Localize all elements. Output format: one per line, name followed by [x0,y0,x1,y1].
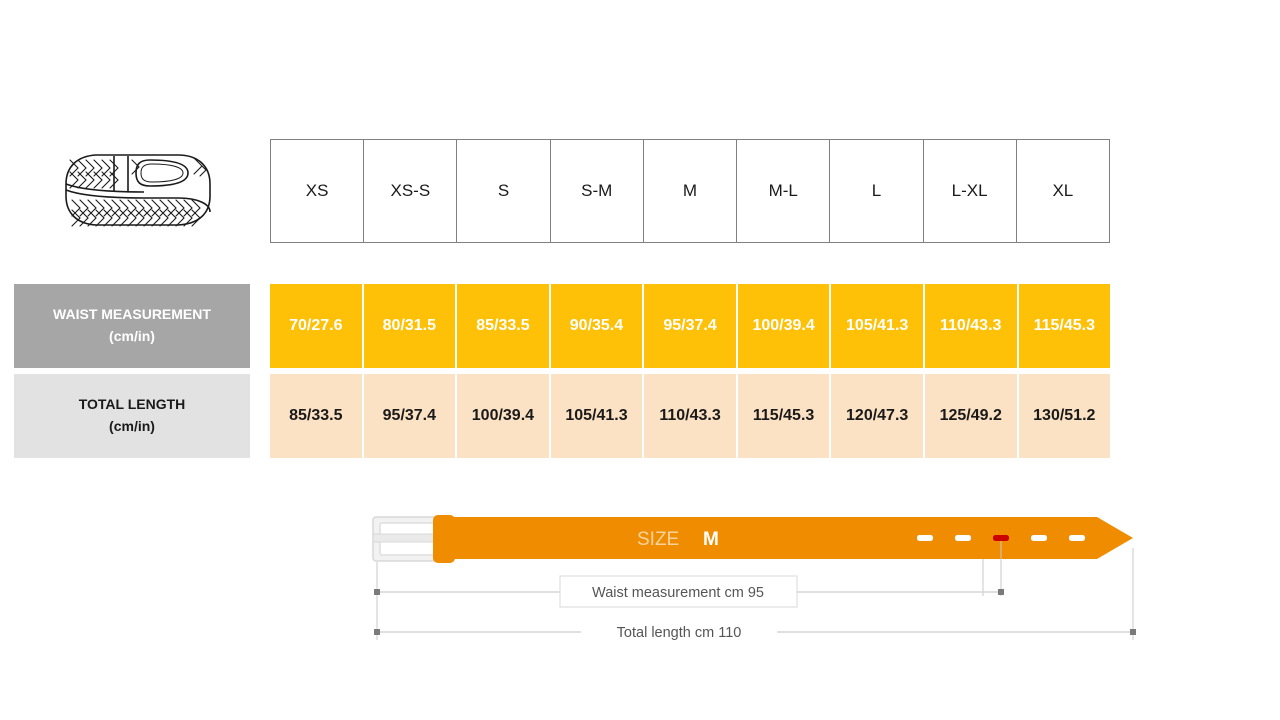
waist-dimension-box [559,575,798,608]
length-value-cell: 115/45.3 [737,374,832,458]
waist-value-cell: 70/27.6 [270,284,364,368]
belt-hole-active [993,535,1009,541]
size-header-cell: L-XL [924,140,1017,242]
dimension-marker-left [374,629,380,635]
size-header-table: XS XS-S S S-M M M-L L L-XL XL [270,139,1110,243]
belt-keeper-loop [433,515,455,563]
waist-label-line1: WAIST MEASUREMENT [53,306,211,323]
size-header-cell: XS [271,140,365,242]
waist-value-cell: 110/43.3 [924,284,1019,368]
size-header-cell: S-M [551,140,644,242]
total-length-row: 85/33.5 95/37.4 100/39.4 105/41.3 110/43… [270,374,1111,458]
waist-measurement-row: 70/27.6 80/31.5 85/33.5 90/35.4 95/37.4 … [270,284,1111,368]
belt-hole [955,535,971,541]
waist-label-units: (cm/in) [109,328,155,344]
length-value-cell: 85/33.5 [270,374,364,458]
total-dimension-label: Total length cm 110 [617,625,742,641]
waist-value-cell: 100/39.4 [737,284,832,368]
belt-hole [1069,535,1085,541]
total-length-label: TOTAL LENGTH (cm/in) [14,374,250,458]
belt-size-prefix: SIZE [637,529,679,550]
waist-measurement-label: WAIST MEASUREMENT (cm/in) [14,284,250,368]
waist-dimension-label: Waist measurement cm 95 [592,585,764,601]
braided-belt-illustration [52,140,222,240]
waist-value-cell: 95/37.4 [644,284,738,368]
belt-hole [917,535,933,541]
waist-value-cell: 85/33.5 [457,284,551,368]
length-value-cell: 95/37.4 [363,374,458,458]
dimension-marker-right [1130,629,1136,635]
belt-measurement-diagram: SIZE M Waist measurement cm 95 Total len… [355,500,1155,665]
dimension-marker-left [374,589,380,595]
length-value-cell: 100/39.4 [457,374,551,458]
total-length-dimension: Total length cm 110 [374,618,1136,646]
waist-value-cell: 90/35.4 [550,284,645,368]
size-header-cell: XL [1052,181,1074,200]
length-value-cell: 125/49.2 [924,374,1019,458]
size-header-cell: L [830,140,924,242]
total-dimension-backdrop [581,618,777,646]
belt-size-value: M [703,529,719,550]
length-label-line1: TOTAL LENGTH [78,396,186,413]
size-header-cell: S [457,140,551,242]
dimension-marker-right [998,589,1004,595]
waist-dimension: Waist measurement cm 95 [374,575,1004,608]
waist-value-cell: 80/31.5 [363,284,458,368]
belt-holes [917,535,1085,541]
length-value-cell: 120/47.3 [831,374,925,458]
waist-value-cell: 115/45.3 [1018,284,1111,368]
length-value-cell: 130/51.2 [1018,374,1111,458]
length-value-cell: 105/41.3 [550,374,645,458]
size-header-cell: XS-S [364,140,458,242]
belt-strap [450,517,1133,559]
size-header-cell: M-L [737,140,831,242]
length-value-cell: 110/43.3 [644,374,738,458]
belt-hole [1031,535,1047,541]
length-label-units: (cm/in) [109,418,155,434]
size-header-cell: M [644,140,738,242]
waist-value-cell: 105/41.3 [831,284,925,368]
